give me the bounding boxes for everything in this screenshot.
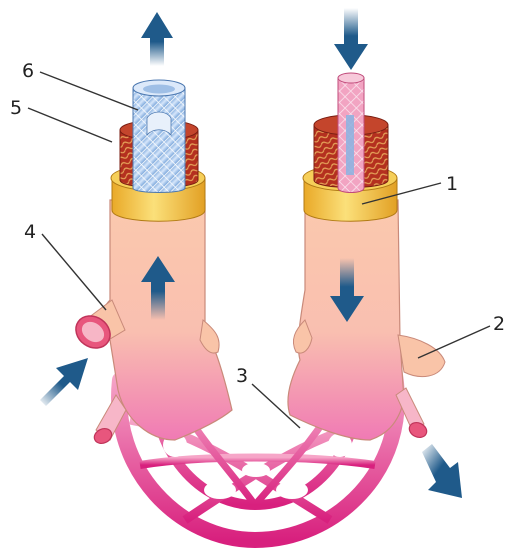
arrow-icon xyxy=(422,444,462,498)
leader-line xyxy=(40,72,138,110)
callout-6: 6 xyxy=(22,60,34,82)
arrow-icon xyxy=(334,8,368,70)
callout-1: 1 xyxy=(446,173,458,195)
capillary-gap xyxy=(204,481,236,499)
arrow-icon xyxy=(40,358,88,406)
left-lumen xyxy=(143,85,175,94)
callout-5: 5 xyxy=(10,97,22,119)
right-vessel xyxy=(288,200,445,440)
left-blue-endothelium xyxy=(133,88,185,193)
callout-4: 4 xyxy=(24,221,36,243)
right-blue-strip xyxy=(346,115,354,175)
callout-3: 3 xyxy=(236,365,248,387)
leader-line xyxy=(42,234,106,310)
right-pink-top xyxy=(338,73,364,83)
callout-2: 2 xyxy=(493,313,505,335)
left-vessel xyxy=(70,200,232,446)
arrow-icon xyxy=(141,12,173,66)
leader-line xyxy=(418,326,490,358)
left-vessel-cross-section xyxy=(111,80,205,221)
capillary-gap xyxy=(276,481,308,499)
leader-line xyxy=(28,108,112,142)
capillary-gap xyxy=(242,463,270,477)
